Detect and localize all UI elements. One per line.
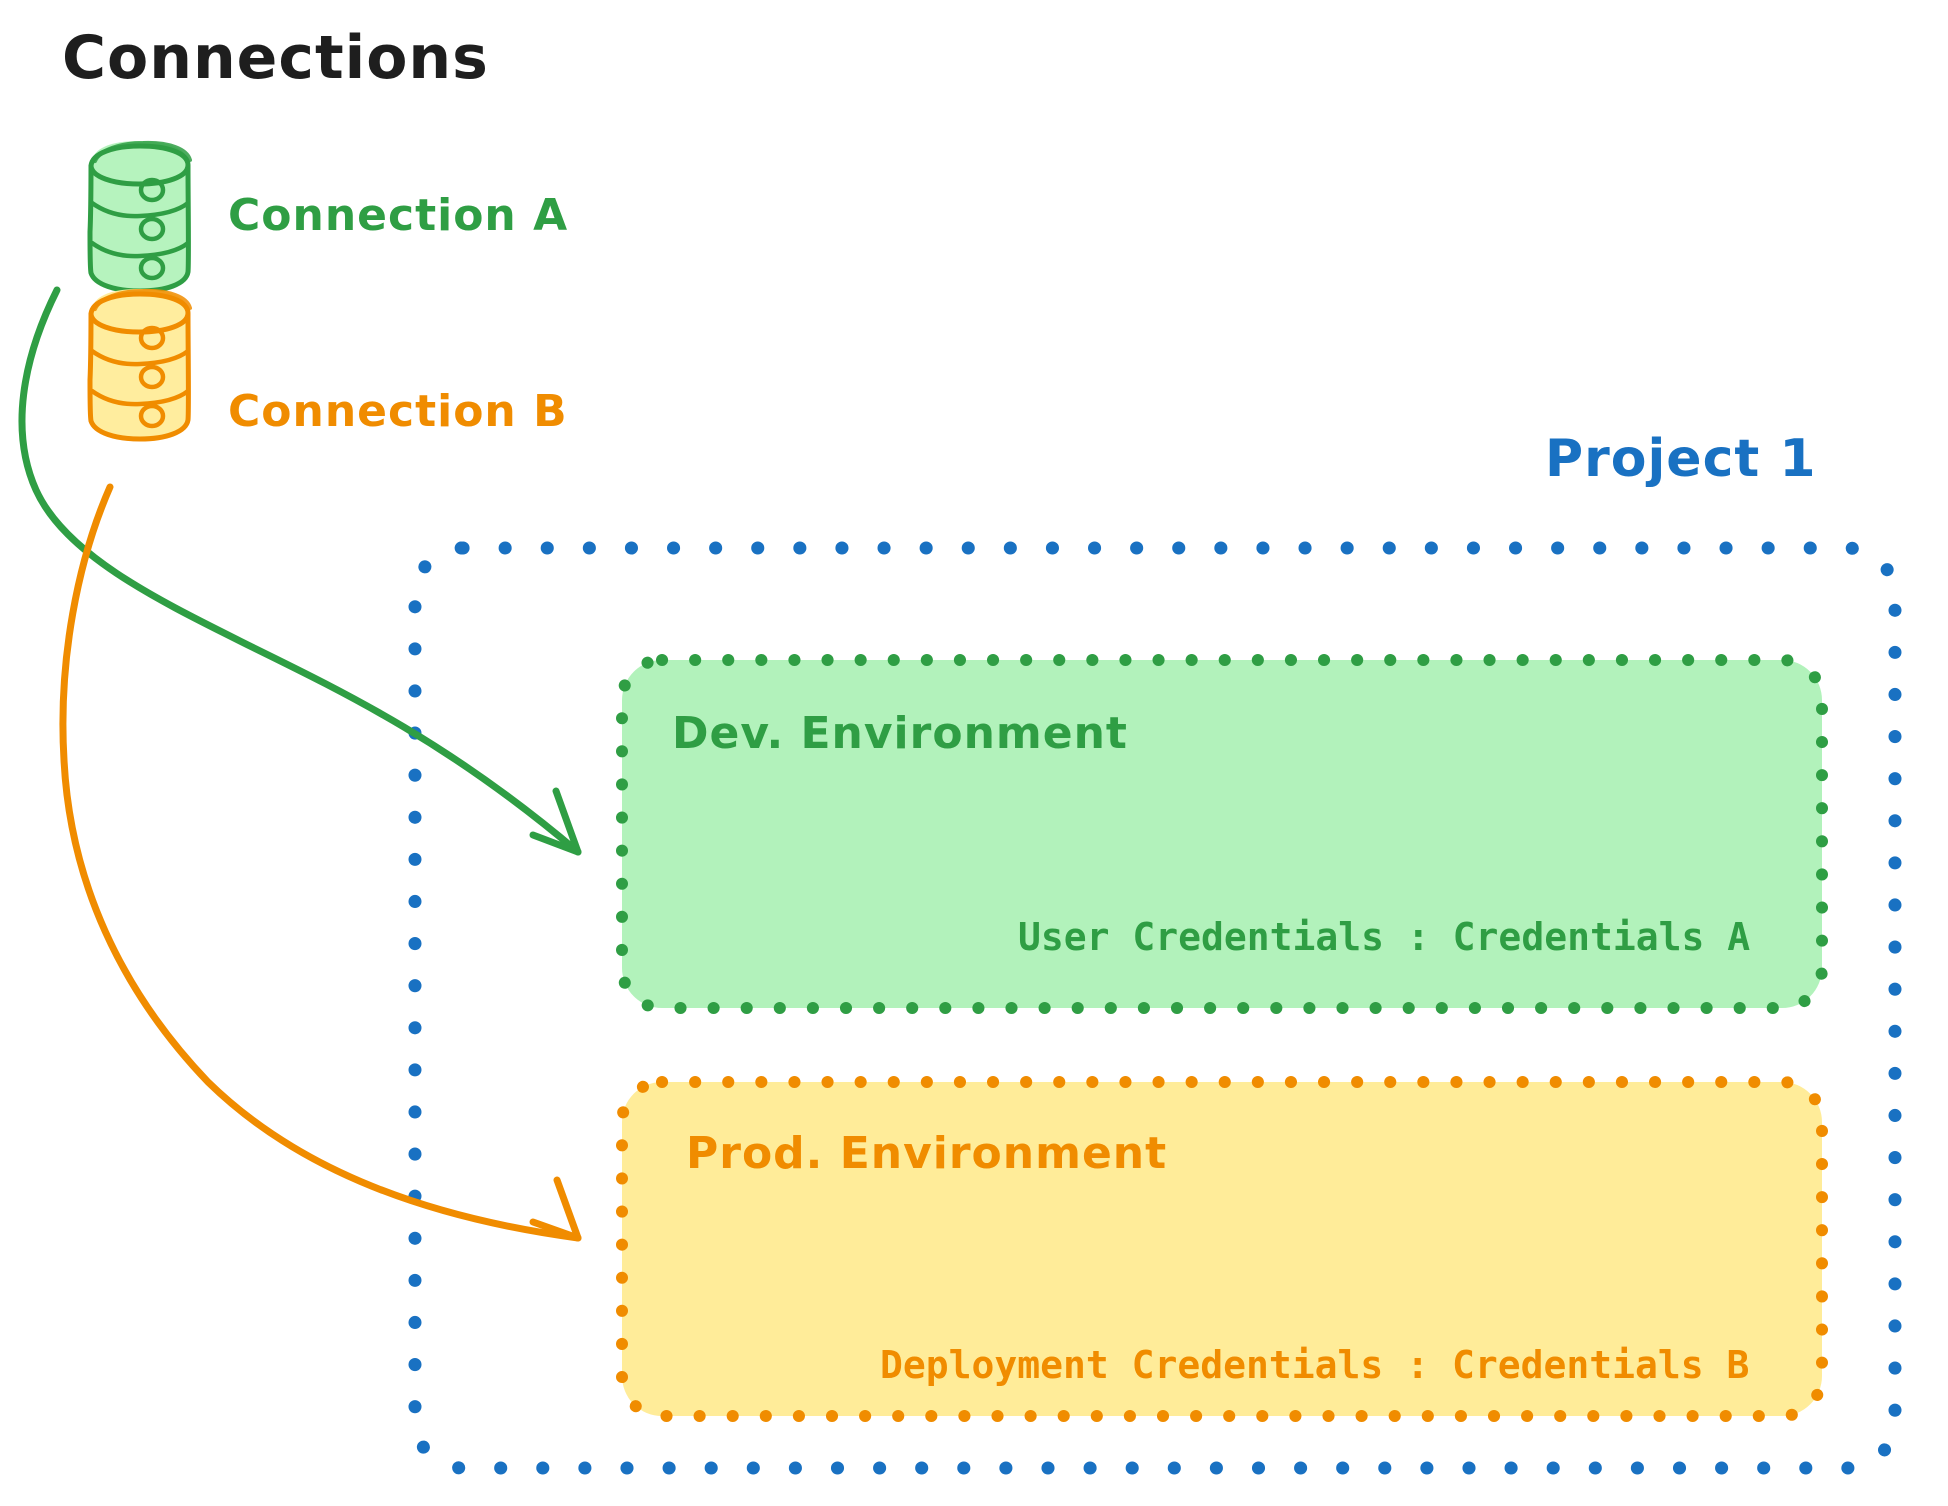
cylinder-a-outline [87, 163, 191, 294]
prod-environment-dotted-border [616, 1076, 1828, 1422]
cylinder-b-ridge-2 [89, 388, 191, 407]
cylinder-a-ridge-2 [89, 240, 191, 259]
dev-environment-title: Dev. Environment [672, 708, 1128, 759]
connection-a-database-cylinder-icon[interactable] [87, 140, 192, 294]
dev-environment-box[interactable] [616, 654, 1828, 1014]
connection-a-label[interactable]: Connection A [228, 190, 568, 241]
cylinder-b-top-ellipse-sketch [93, 288, 192, 311]
prod-environment-title: Prod. Environment [686, 1128, 1167, 1179]
arrow-b-head-upper [553, 1176, 582, 1242]
connection-b-label[interactable]: Connection B [228, 386, 568, 437]
dev-environment-dotted-border [616, 654, 1828, 1014]
arrow-a-curve [18, 286, 582, 856]
cylinder-b-led-3 [138, 403, 166, 429]
cylinder-a-ridge-1 [89, 200, 191, 219]
project-label[interactable]: Project 1 [1545, 429, 1817, 489]
arrow-connection-a-to-dev [18, 286, 582, 856]
dev-environment-fill [622, 660, 1822, 1008]
cylinder-a-led-2 [138, 216, 166, 242]
cylinder-a-top-ellipse-sketch [93, 140, 192, 163]
cylinder-b-led-2 [138, 364, 166, 390]
cylinder-b-ridge-1 [89, 348, 191, 367]
cylinder-b-led-1 [138, 325, 166, 351]
cylinder-a-led-3 [138, 255, 166, 281]
dev-environment-credentials: User Credentials : Credentials A [1018, 915, 1750, 959]
arrow-a-head-lower [529, 831, 582, 856]
prod-environment-fill [622, 1082, 1822, 1416]
cylinder-b-outline [87, 311, 191, 442]
arrow-connection-b-to-prod [59, 483, 582, 1242]
arrow-a-head-upper [552, 787, 582, 856]
cylinder-a-led-1 [138, 177, 166, 203]
prod-environment-box[interactable] [616, 1076, 1828, 1422]
connection-b-database-cylinder-icon[interactable] [87, 288, 192, 442]
arrow-b-head-lower [529, 1218, 582, 1242]
page-title: Connections [62, 23, 489, 93]
arrow-b-curve [59, 483, 582, 1242]
prod-environment-credentials: Deployment Credentials : Credentials B [880, 1343, 1749, 1387]
